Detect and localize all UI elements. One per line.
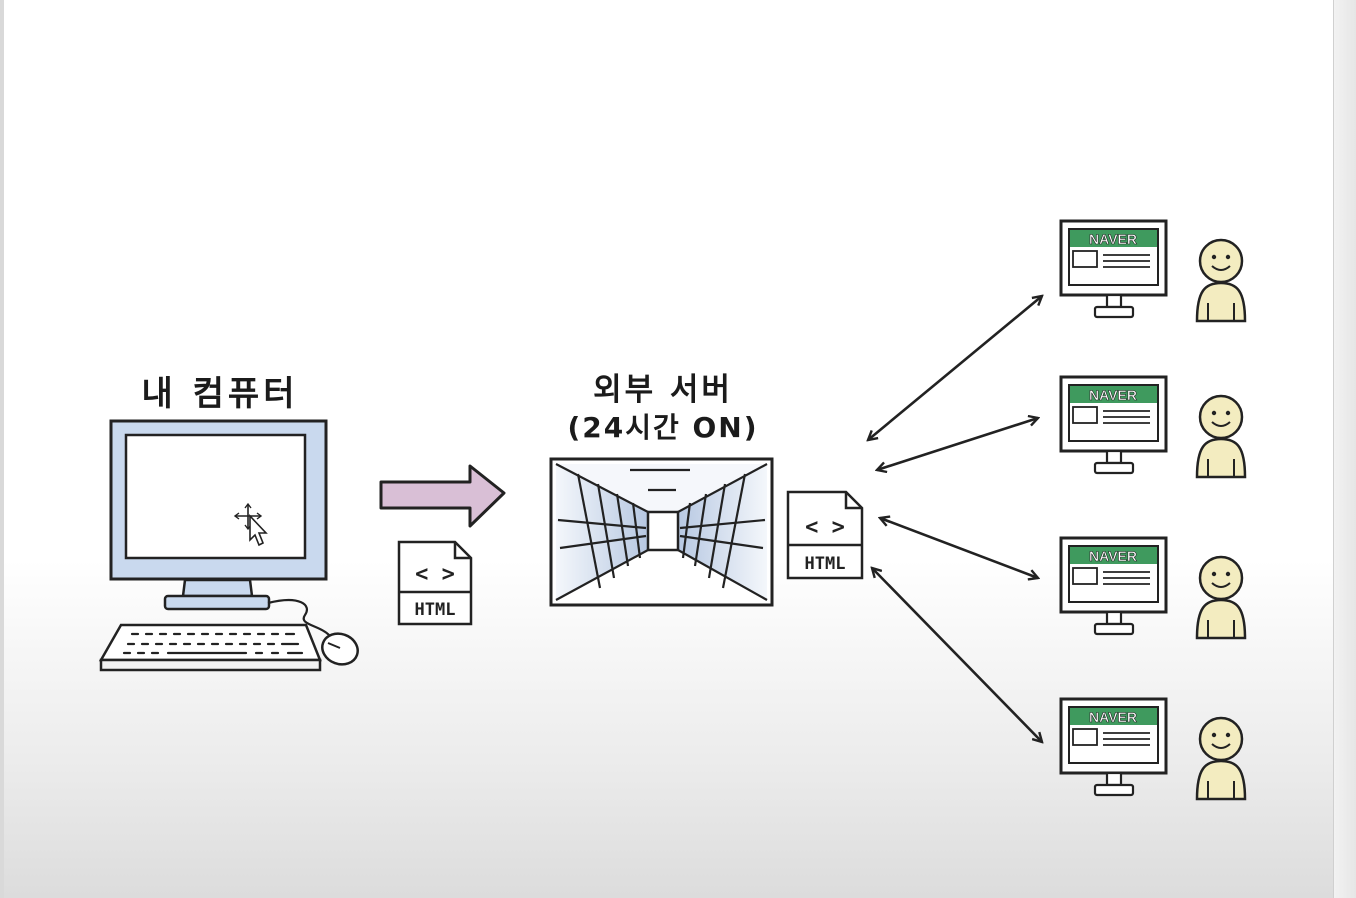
my-computer-icon (98, 419, 359, 672)
cursor-move-icon (233, 502, 268, 547)
server-datacenter-icon (549, 457, 774, 607)
left-window-edge (0, 0, 4, 898)
request-response-arrow-3 (880, 518, 1038, 578)
right-scrollbar-track[interactable] (1333, 0, 1356, 898)
client-1: NAVER (1059, 219, 1247, 323)
server-subtitle: (24시간 ON) (567, 411, 759, 444)
html-doc-glyph-right: < > (805, 515, 845, 540)
html-doc-glyph-left: < > (415, 562, 455, 587)
client-monitor-icon (1059, 697, 1168, 797)
client-monitor-icon (1059, 375, 1168, 475)
naver-logo-text: NAVER (1089, 548, 1137, 564)
client-monitor-icon (1059, 219, 1168, 319)
person-icon (1195, 555, 1247, 640)
client-monitor-icon (1059, 536, 1168, 636)
person-icon (1195, 394, 1247, 479)
server-title: 외부 서버 (593, 372, 733, 408)
client-4: NAVER (1059, 697, 1247, 801)
client-2: NAVER (1059, 375, 1247, 479)
my-computer-label: 내 컴퓨터 (141, 374, 299, 414)
naver-logo-text: NAVER (1089, 387, 1137, 403)
person-icon (1195, 716, 1247, 801)
html-doc-tag-left: HTML (415, 600, 456, 620)
naver-logo-text: NAVER (1089, 231, 1137, 247)
upload-arrow-icon (379, 464, 506, 528)
html-document-icon (786, 490, 864, 580)
request-response-arrow-4 (872, 568, 1042, 742)
request-response-arrow-2 (877, 418, 1038, 470)
client-3: NAVER (1059, 536, 1247, 640)
html-document-icon (397, 540, 473, 626)
person-icon (1195, 238, 1247, 323)
request-response-arrow-1 (868, 296, 1042, 440)
naver-logo-text: NAVER (1089, 709, 1137, 725)
html-doc-tag-right: HTML (805, 554, 846, 574)
